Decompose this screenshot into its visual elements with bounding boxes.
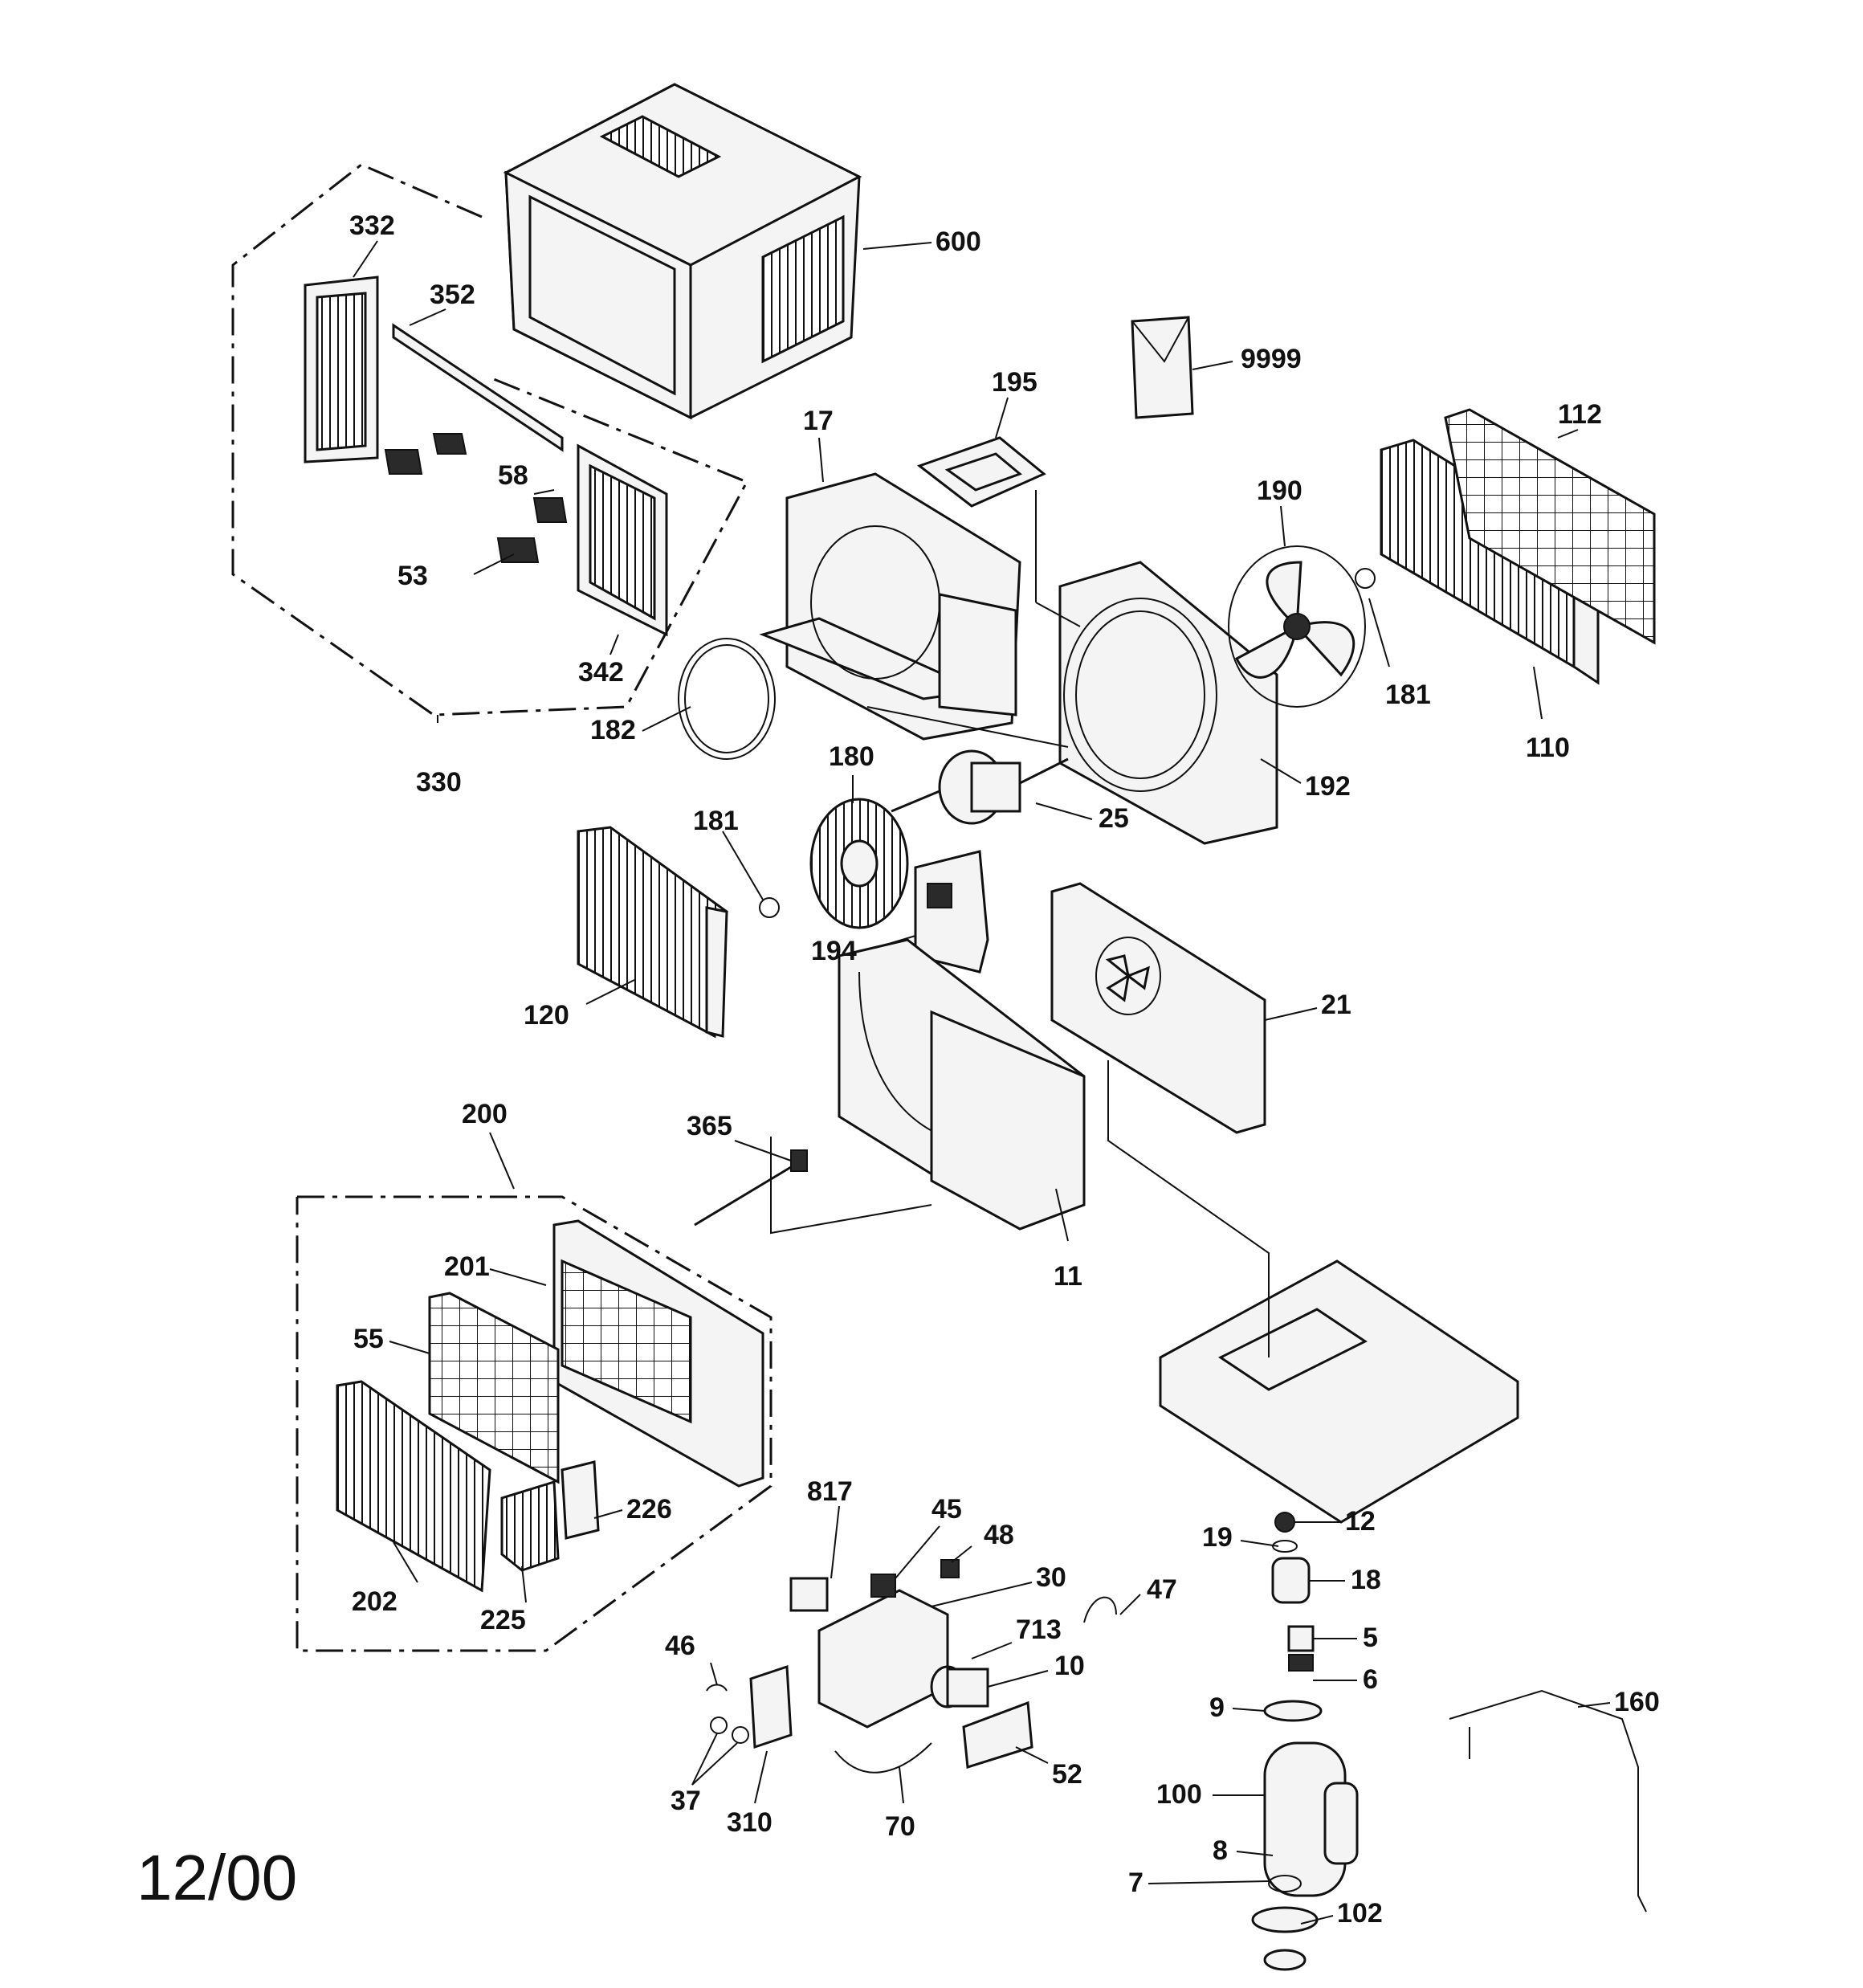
callout-7: 190	[1257, 476, 1302, 506]
callout-14: 330	[416, 767, 462, 798]
callout-15: 180	[829, 741, 874, 772]
assembly-leader-lines	[770, 490, 1270, 1357]
clip-181-upper	[1355, 568, 1376, 589]
callout-3: 9999	[1241, 344, 1302, 374]
callout-36: 10	[1054, 1651, 1085, 1681]
tubing-160	[1449, 1689, 1647, 1912]
callout-16: 25	[1099, 803, 1129, 834]
callout-labels: 332 352 600 9999 195 17 112 190 58 53 34…	[349, 210, 1660, 1929]
cabinet-600	[503, 83, 862, 420]
manual-envelope-9999	[1131, 316, 1194, 419]
callout-5: 17	[803, 406, 834, 436]
clip-181-lower	[759, 897, 780, 918]
callout-23: 365	[687, 1111, 732, 1141]
shroud-17	[759, 472, 1021, 741]
callout-33: 30	[1036, 1562, 1066, 1593]
callout-1: 352	[430, 280, 475, 310]
footer-date: 12/00	[137, 1842, 297, 1913]
callout-41: 6	[1363, 1664, 1378, 1695]
compressor-100	[1251, 1512, 1359, 1971]
callout-32: 48	[984, 1520, 1014, 1550]
callout-4: 195	[992, 367, 1037, 398]
callout-8: 58	[498, 460, 528, 491]
callout-18: 181	[693, 806, 739, 836]
callout-40: 5	[1363, 1623, 1378, 1653]
callout-51: 7	[1128, 1868, 1143, 1898]
callout-35: 713	[1016, 1614, 1062, 1645]
callout-29: 225	[480, 1605, 526, 1635]
callout-13: 182	[590, 715, 636, 745]
callout-45: 37	[671, 1786, 701, 1816]
callout-11: 181	[1385, 680, 1431, 710]
callout-43: 46	[665, 1631, 695, 1661]
callout-21: 21	[1321, 990, 1351, 1020]
callout-0: 332	[349, 210, 395, 241]
callout-37: 12	[1345, 1506, 1376, 1537]
callout-42: 9	[1209, 1692, 1225, 1723]
fan-motor-25	[891, 749, 1069, 825]
callout-28: 202	[352, 1586, 397, 1617]
callout-10: 342	[578, 657, 624, 688]
callout-2: 600	[936, 227, 981, 257]
callout-27: 226	[626, 1494, 672, 1525]
condenser-shroud-192	[1058, 561, 1278, 845]
callout-30: 817	[807, 1476, 853, 1507]
callout-34: 47	[1147, 1574, 1177, 1605]
grille-112	[1444, 408, 1656, 645]
callout-22: 200	[462, 1099, 508, 1129]
evaporator-coil-120	[577, 826, 728, 1039]
callout-44: 160	[1614, 1687, 1660, 1717]
front-assembly-200	[296, 1195, 773, 1652]
ring-182	[678, 638, 776, 760]
motor-bracket-194	[914, 850, 989, 974]
callout-26: 55	[353, 1324, 384, 1354]
callout-17: 192	[1305, 771, 1351, 802]
callout-20: 120	[524, 1000, 569, 1031]
front-panel-assembly-330	[231, 163, 749, 716]
bulkhead-21	[1050, 882, 1266, 1134]
callout-9: 53	[397, 561, 428, 591]
callout-50: 8	[1213, 1835, 1228, 1866]
callout-46: 310	[727, 1807, 773, 1838]
callout-52: 102	[1337, 1898, 1383, 1929]
fan-blade-190	[1228, 545, 1366, 708]
scroll-housing-11	[838, 938, 1086, 1231]
callout-48: 52	[1052, 1759, 1082, 1790]
callout-47: 70	[885, 1811, 915, 1842]
callout-31: 45	[932, 1494, 962, 1525]
callout-38: 19	[1202, 1522, 1233, 1553]
bracket-195	[916, 436, 1046, 508]
control-box	[706, 1559, 1117, 1774]
callout-49: 100	[1156, 1779, 1202, 1810]
callout-25: 201	[444, 1251, 490, 1282]
blower-wheel-180	[809, 798, 909, 929]
callout-24: 11	[1054, 1261, 1082, 1292]
callout-12: 110	[1526, 733, 1570, 763]
callout-6: 112	[1558, 399, 1602, 430]
callout-39: 18	[1351, 1565, 1381, 1595]
callout-19: 194	[811, 936, 857, 966]
thermistor-365	[694, 1149, 808, 1227]
base-pan	[1159, 1259, 1519, 1524]
